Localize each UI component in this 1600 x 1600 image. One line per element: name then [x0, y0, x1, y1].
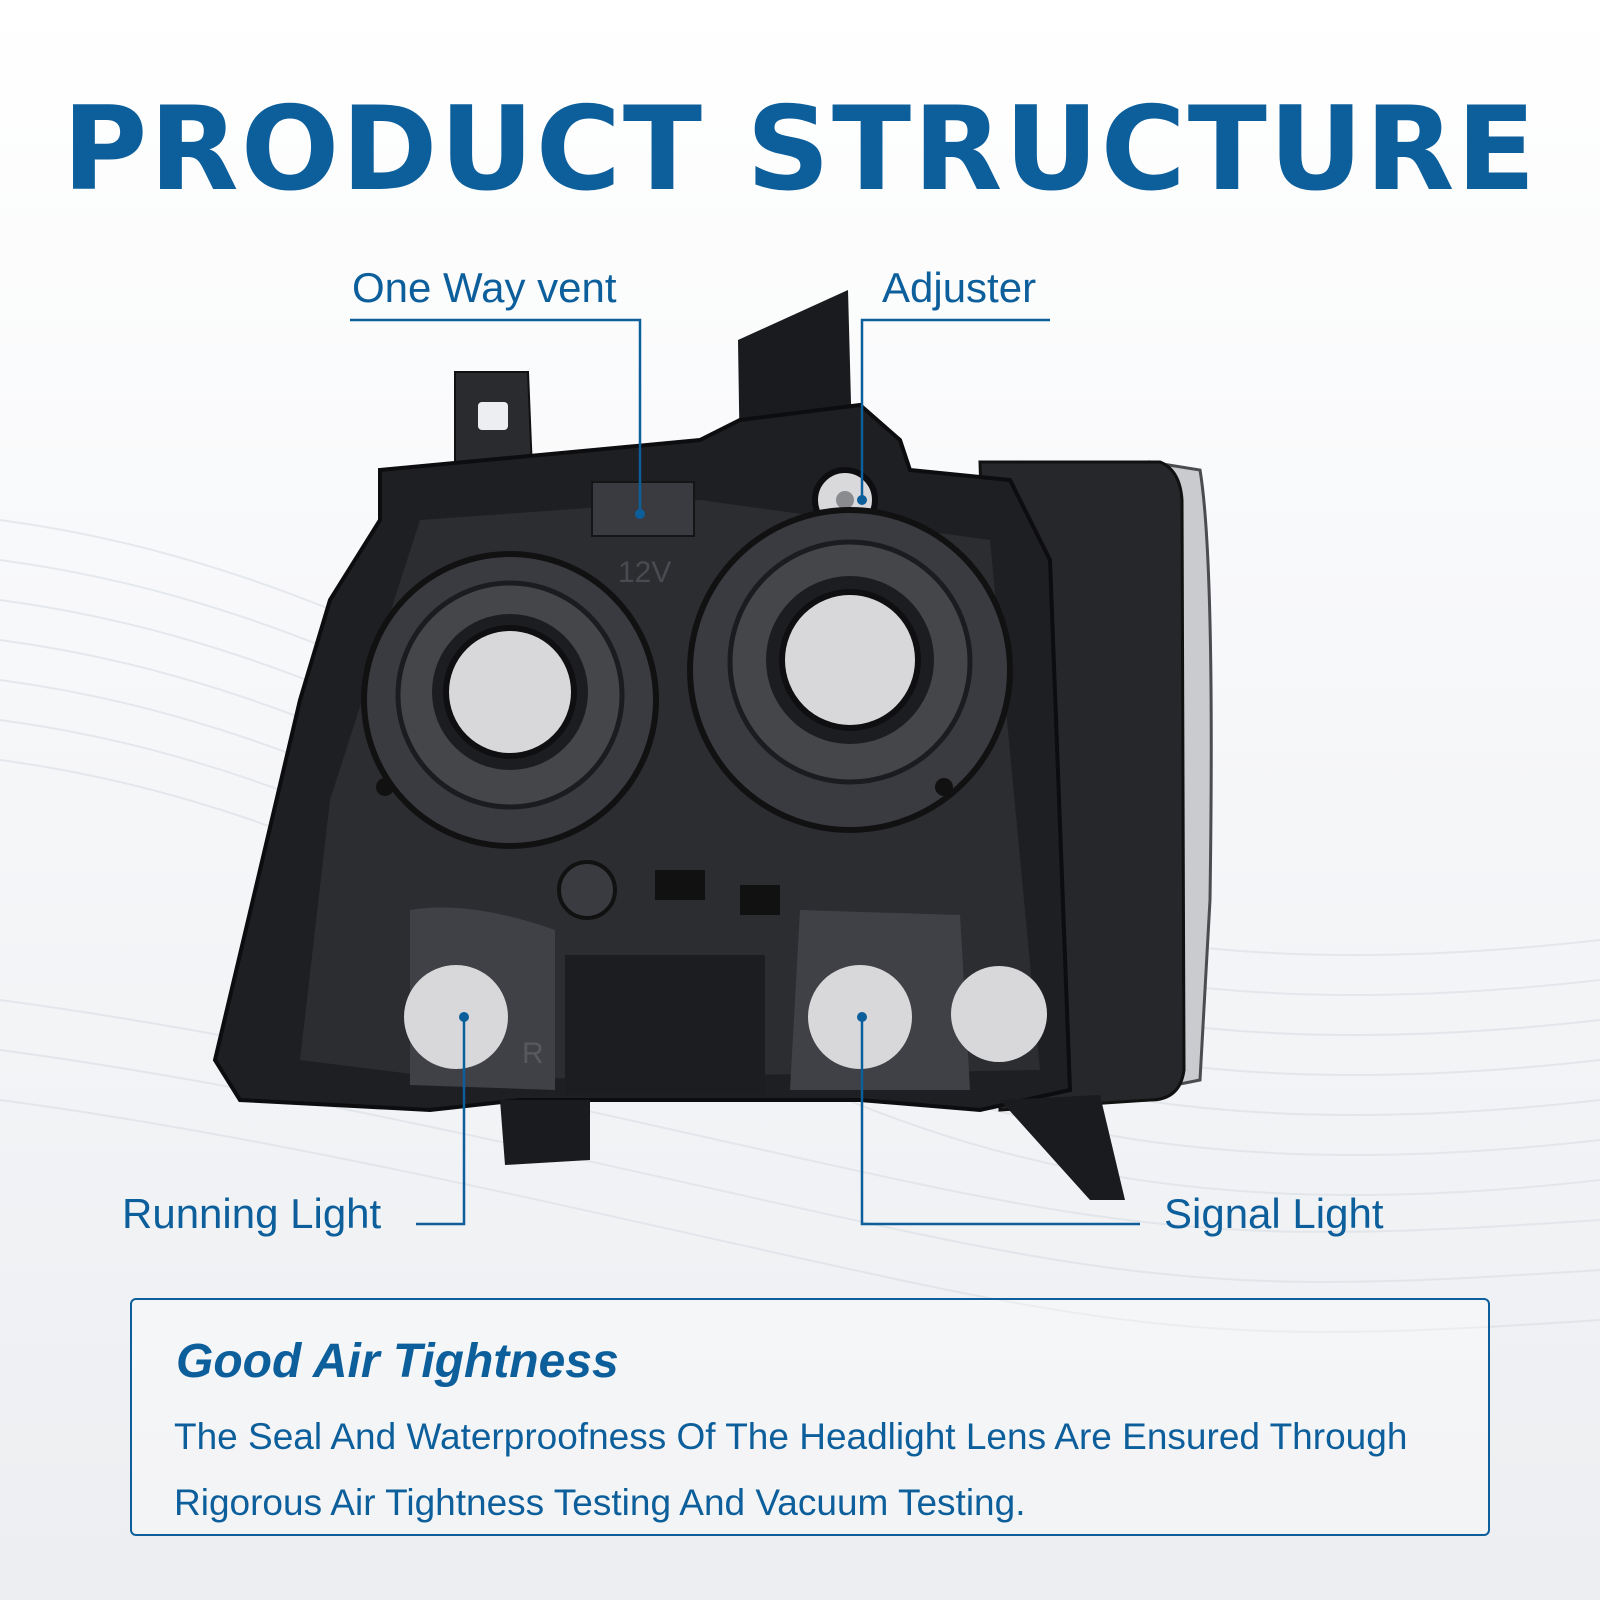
signal-light-leader-line: [860, 1017, 1140, 1226]
feature-description: The Seal And Waterproofness Of The Headl…: [174, 1416, 1408, 1523]
low-beam-cap: [443, 625, 577, 759]
feature-card: Good Air Tightness The Seal And Waterpro…: [130, 1298, 1490, 1536]
adjuster-label: Adjuster: [882, 264, 1037, 311]
signal-light-label: Signal Light: [1164, 1190, 1384, 1237]
high-beam-cap: [779, 589, 921, 731]
adjuster-leader-line: [860, 318, 1050, 500]
vent-leader-line: [350, 318, 642, 514]
voltage-marking: 12V: [618, 556, 671, 589]
page-title: PRODUCT STRUCTURE: [62, 82, 1538, 217]
running-light-label: Running Light: [122, 1190, 382, 1237]
one-way-vent: [591, 481, 695, 537]
running-light-leader-line: [416, 1017, 466, 1226]
side-marking: R: [522, 1037, 544, 1070]
vent-label: One Way vent: [352, 264, 617, 311]
feature-title: Good Air Tightness: [176, 1335, 619, 1388]
running-light-lens: [404, 965, 508, 1069]
side-marker-lens: [951, 966, 1047, 1062]
